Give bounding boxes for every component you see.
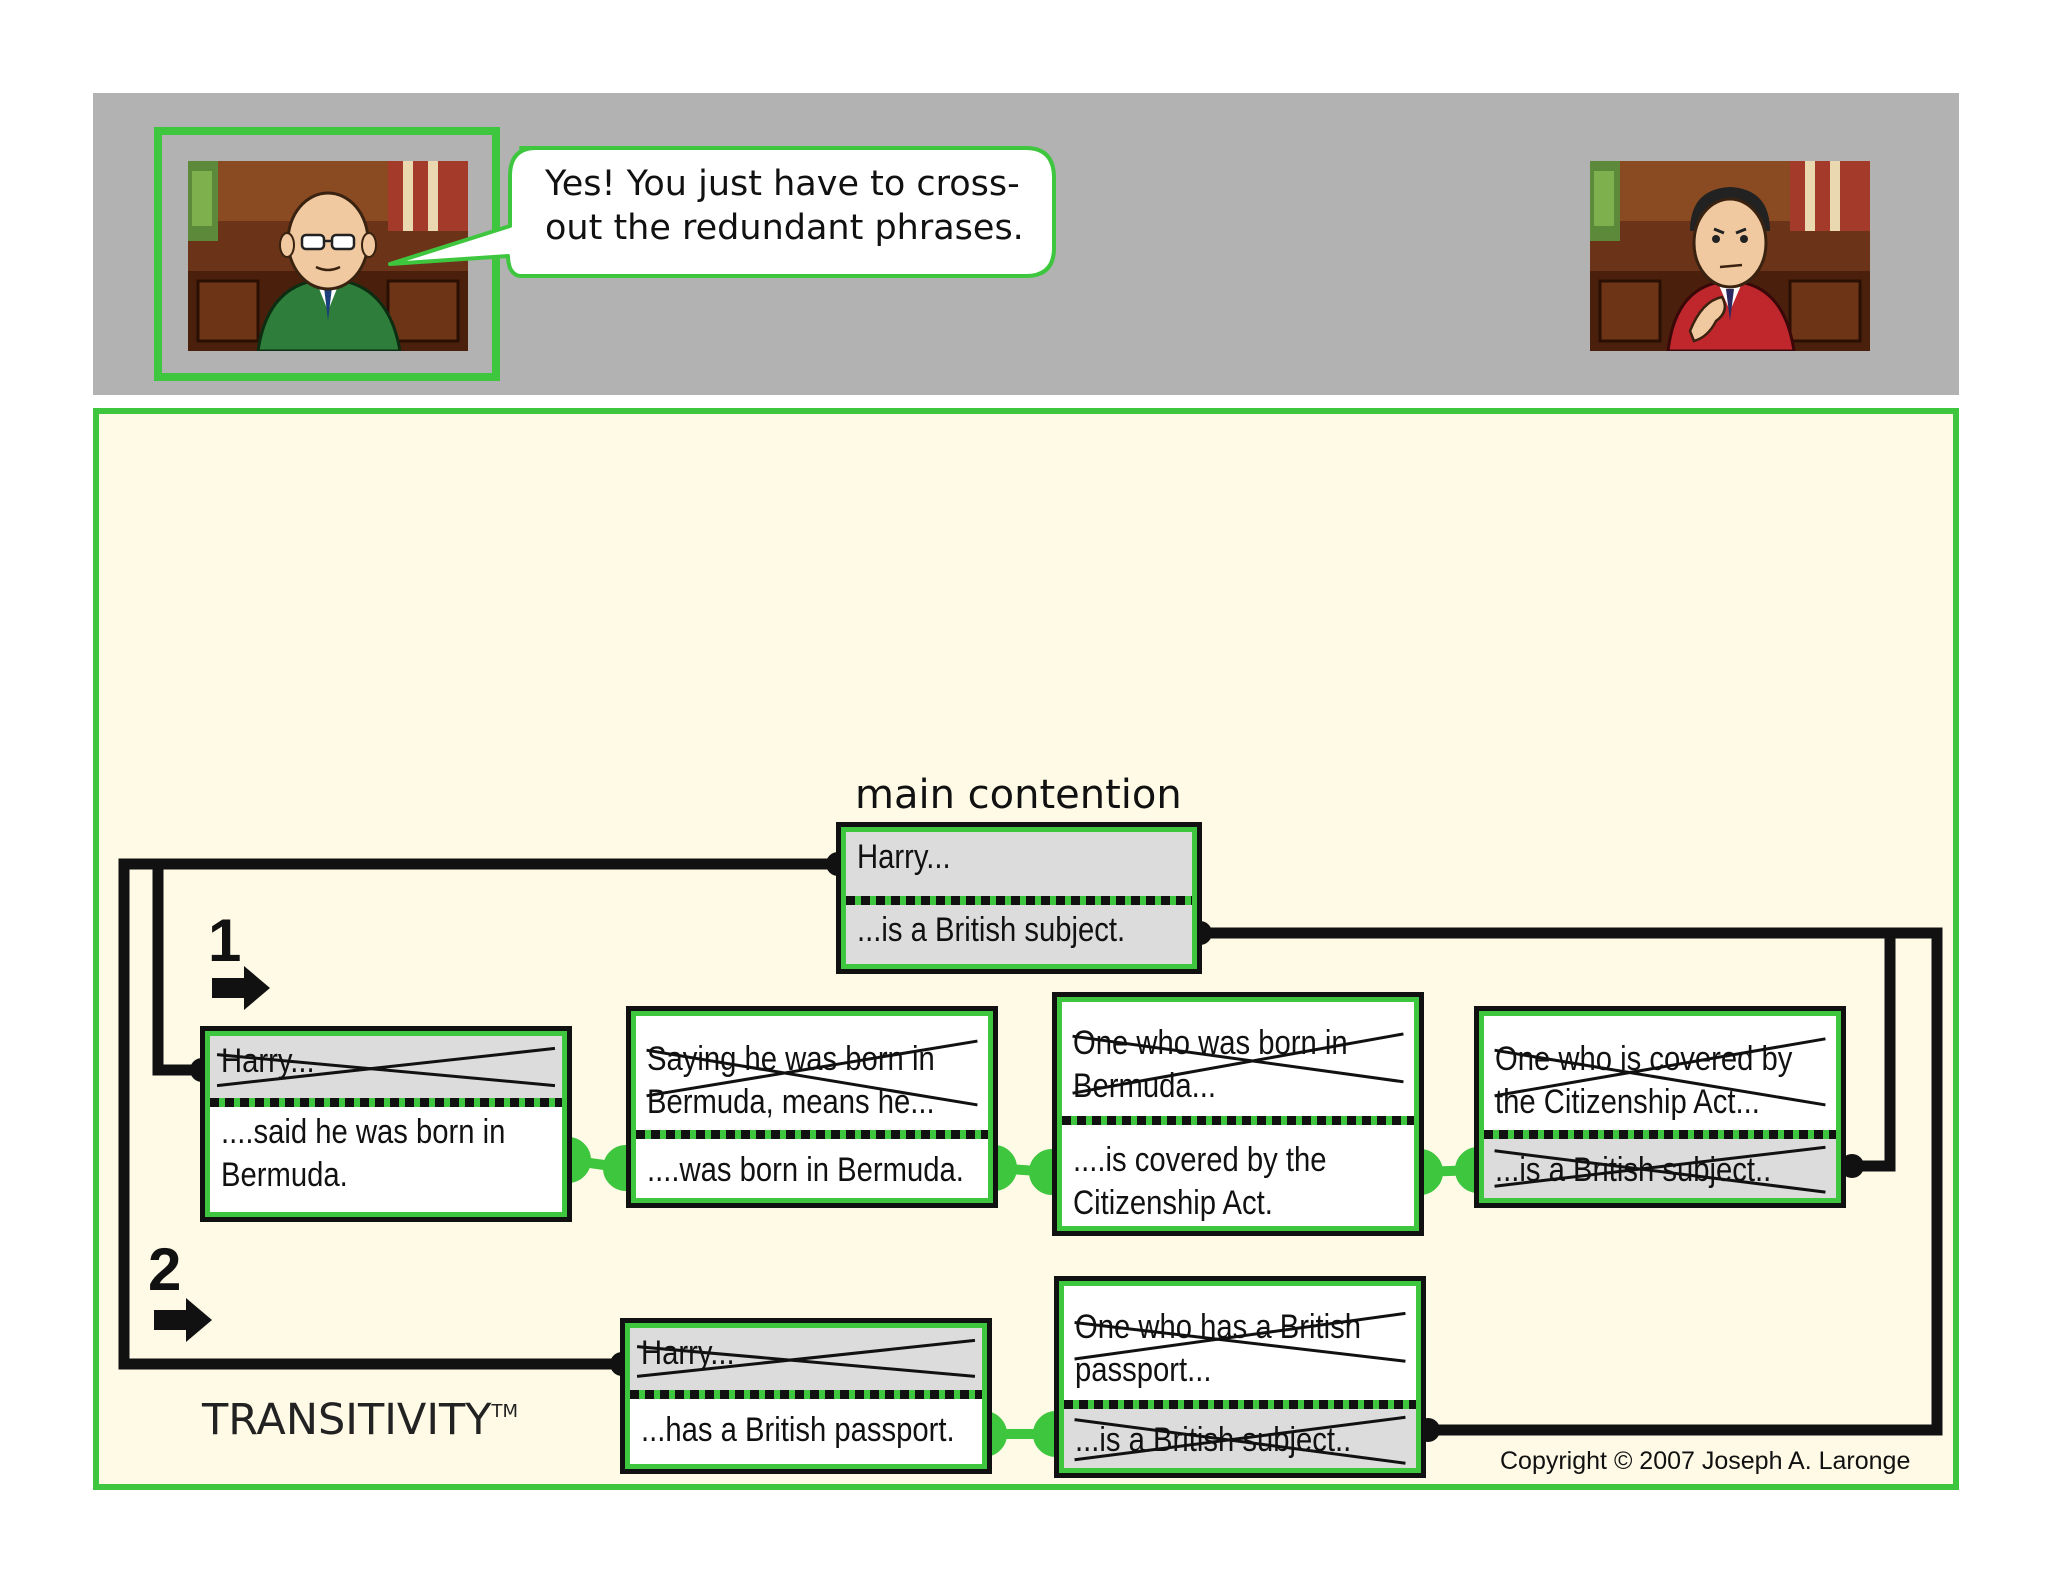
dotted-divider (630, 1390, 982, 1399)
strikethrough-cross (630, 1328, 982, 1390)
speech-bubble-text: Yes! You just have to cross- out the red… (545, 162, 1045, 250)
chain2-box-1: Harry... ...has a British passport. (620, 1318, 992, 1474)
dotted-divider (846, 896, 1192, 905)
dotted-divider (1062, 1116, 1414, 1125)
premise-bottom: ....was born in Bermuda. (636, 1139, 988, 1198)
arrow-right-icon (154, 1298, 212, 1342)
speech-line-1: Yes! You just have to cross- (545, 164, 1020, 204)
main-subject: Harry... (846, 832, 1192, 896)
main-to-chain2-end-line (1200, 927, 1943, 1436)
strikethrough-cross (1484, 1016, 1836, 1130)
strikethrough-cross (210, 1036, 562, 1098)
premise-top: Harry... (630, 1328, 982, 1390)
portrait-red-suit (1590, 161, 1870, 351)
main-predicate: ...is a British subject. (846, 905, 1192, 964)
dotted-divider (210, 1098, 562, 1107)
arrow-right-icon (212, 966, 270, 1010)
node-dot (1840, 1154, 1864, 1178)
premise-bottom: ...has a British passport. (630, 1399, 982, 1464)
strikethrough-cross (1064, 1409, 1416, 1468)
strikethrough-cross (1064, 1286, 1416, 1400)
strikethrough-cross (1062, 1002, 1414, 1116)
dotted-divider (1064, 1400, 1416, 1409)
copyright-notice: Copyright © 2007 Joseph A. Laronge (1500, 1447, 1911, 1475)
chain-label-1: 1 (208, 907, 242, 974)
premise-bottom: ...is a British subject.. (1064, 1409, 1416, 1468)
dotted-divider (636, 1130, 988, 1139)
dotted-divider (1484, 1130, 1836, 1139)
brand-wordmark: TRANSITIVITYTM (202, 1395, 519, 1445)
strikethrough-cross (1484, 1139, 1836, 1198)
premise-bottom: ...is a British subject.. (1484, 1139, 1836, 1198)
portrait-green-suit (188, 161, 468, 351)
strikethrough-cross (636, 1016, 988, 1130)
chain-label-2: 2 (148, 1236, 182, 1303)
main-contention-heading: main contention (855, 772, 1182, 818)
main-contention-box: Harry... ...is a British subject. (836, 822, 1202, 974)
speech-line-2: out the redundant phrases. (545, 208, 1024, 248)
main-to-chain2-line (118, 858, 838, 1370)
premise-top: Harry... (210, 1036, 562, 1098)
speech-bubble (388, 146, 1056, 278)
